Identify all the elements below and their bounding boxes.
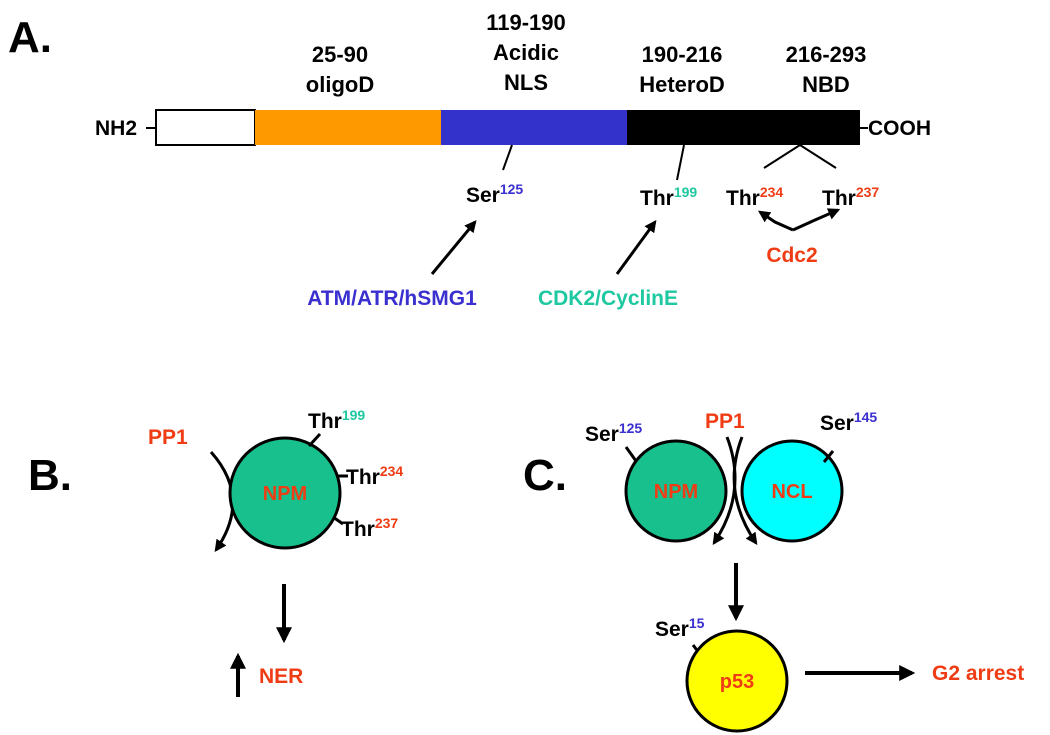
b-site-thr199: Thr199 <box>308 407 365 433</box>
n-terminal-segment <box>155 109 256 146</box>
b-site-thr234: Thr234 <box>346 463 403 489</box>
cdc2-arrow-left <box>758 210 794 232</box>
panel-c: C. Ser125 PP1 Ser145 NPM NCL Ser15 p53 G… <box>523 409 1024 733</box>
panel-a: A. 25-90 oligoD 119-190 Acidic NLS 190-2… <box>8 10 931 310</box>
c-site-ser145: Ser145 <box>820 409 877 435</box>
oligo-range: 25-90 <box>312 42 368 67</box>
site-ser125: Ser125 <box>466 181 523 207</box>
site-thr199: Thr199 <box>640 184 697 210</box>
acidic-name: Acidic <box>493 40 559 65</box>
nh2-label: NH2 <box>95 117 137 140</box>
atm-arrow <box>430 220 477 275</box>
hetero-nbd-domain <box>627 110 860 145</box>
b-site-thr237: Thr237 <box>341 515 398 541</box>
kinase-cdc2: Cdc2 <box>766 244 817 267</box>
panel-b-label: B. <box>28 451 72 500</box>
p53-circle <box>685 629 789 733</box>
cdc2-arrow-right <box>792 208 841 232</box>
ncl-circle <box>740 439 844 543</box>
nbd-range: 216-293 <box>786 42 867 67</box>
c-site-ser125: Ser125 <box>585 420 642 446</box>
cdk2-arrow <box>615 220 657 275</box>
npm-circle-b <box>228 436 342 550</box>
panel-c-label: C. <box>523 451 567 500</box>
hetero-range: 190-216 <box>642 42 723 67</box>
p53-label: p53 <box>720 671 754 693</box>
pp1-arrow-c-right <box>732 436 758 545</box>
oligo-domain <box>255 110 441 145</box>
site-thr237: Thr237 <box>822 184 879 210</box>
npm-label-b: NPM <box>263 483 307 505</box>
kinase-cdk2: CDK2/CyclinE <box>538 287 678 310</box>
pp1-label-b: PP1 <box>148 426 188 449</box>
kinase-atm: ATM/ATR/hSMG1 <box>307 287 477 310</box>
ner-label: NER <box>259 665 303 688</box>
c-site-ser15: Ser15 <box>655 615 705 641</box>
site-thr234: Thr234 <box>726 184 783 210</box>
npm-circle-c <box>624 439 728 543</box>
pp1-label-c: PP1 <box>705 410 745 433</box>
nls-name: NLS <box>504 70 548 95</box>
nbd-name: NBD <box>802 72 850 97</box>
hetero-name: HeteroD <box>639 72 725 97</box>
oligo-name: oligoD <box>306 72 374 97</box>
panel-a-label: A. <box>8 13 52 62</box>
panel-b: B. PP1 NPM Thr199 Thr234 Thr237 NER <box>28 407 403 697</box>
acidic-nls-domain <box>441 110 627 145</box>
ncl-label: NCL <box>771 481 812 503</box>
acidic-range: 119-190 <box>486 10 566 35</box>
g2-arrest-label: G2 arrest <box>932 662 1024 685</box>
cooh-label: COOH <box>868 117 931 140</box>
npm-label-c: NPM <box>654 481 698 503</box>
